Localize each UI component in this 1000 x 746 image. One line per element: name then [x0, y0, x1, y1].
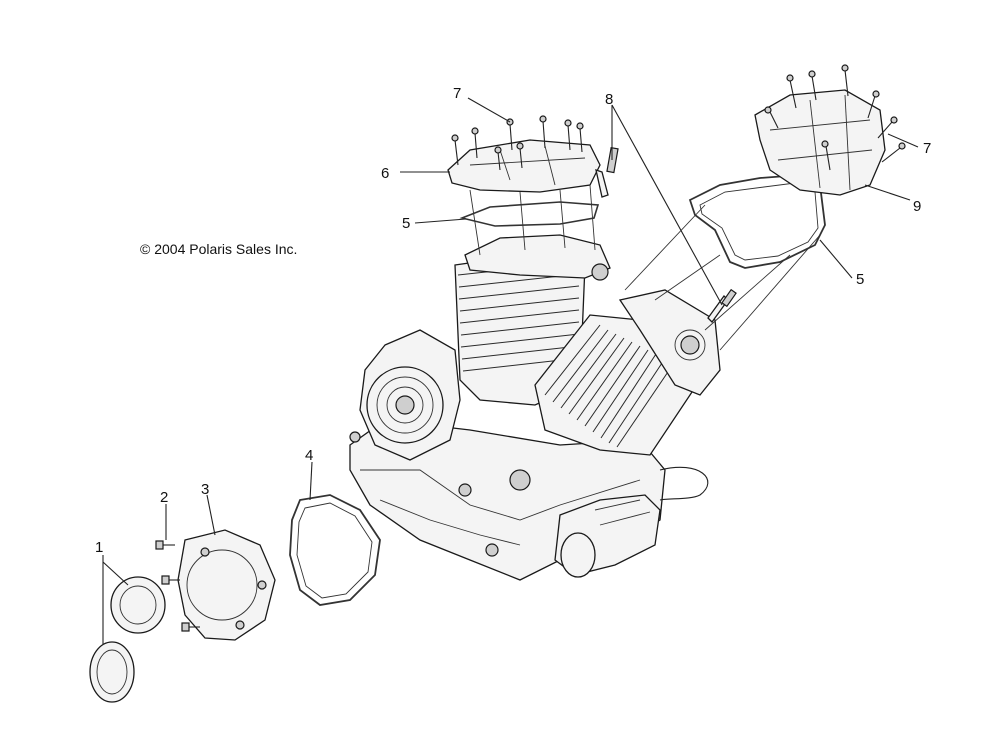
cam-cover-gasket: [289, 494, 381, 606]
leader-lines: [102, 97, 919, 645]
spark-plug-rear: [707, 288, 737, 323]
copyright-text: © 2004 Polaris Sales Inc.: [140, 241, 297, 257]
callout-labels: 1 2 3 4 5 5 6 7 7 8 9: [95, 85, 931, 556]
front-alignment-lines: [469, 184, 596, 256]
front-rocker-gasket: [459, 201, 600, 227]
rear-alignment-lines: [624, 204, 821, 351]
callout-6: 6: [381, 165, 389, 182]
medallion: [89, 576, 166, 703]
rear-rocker-cover: [754, 89, 886, 196]
callout-2: 2: [160, 489, 168, 506]
cam-cover: [177, 529, 276, 641]
callout-5-rear: 5: [856, 271, 864, 288]
callout-5-front: 5: [402, 215, 410, 232]
callout-7-rear: 7: [923, 140, 931, 157]
rear-cylinder-fins: [544, 324, 673, 448]
callout-9: 9: [913, 198, 921, 215]
rear-rocker-gasket: [688, 174, 826, 269]
callout-8: 8: [605, 91, 613, 108]
engine-assembly: [349, 234, 721, 581]
callout-1: 1: [95, 539, 103, 556]
front-rocker-cover: [447, 139, 601, 193]
callout-3: 3: [201, 481, 209, 498]
cover-bolts: [155, 540, 200, 632]
callout-4: 4: [305, 447, 313, 464]
spark-plug-front: [595, 146, 619, 198]
callout-7-front: 7: [453, 85, 461, 102]
rear-cover-bolts: [764, 64, 906, 171]
front-cover-bolts: [451, 115, 584, 171]
